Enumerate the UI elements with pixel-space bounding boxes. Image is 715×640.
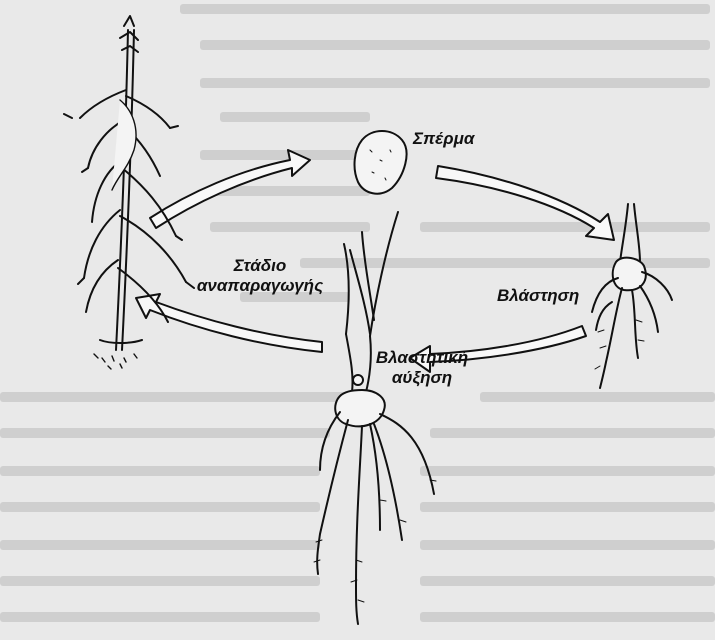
label-reproductive-stage-line2: αναπαραγωγής xyxy=(195,276,325,296)
label-vegetative-growth: Βλαστητική αύξηση xyxy=(366,348,478,388)
label-seed: Σπέρμα xyxy=(413,129,474,149)
seed-drawing xyxy=(355,131,407,194)
label-vegetative-growth-line2: αύξηση xyxy=(366,368,478,388)
label-reproductive-stage-line1: Στάδιο xyxy=(195,256,325,276)
arrow-seed-to-germination xyxy=(436,166,614,240)
vegetative-growth-drawing xyxy=(314,212,436,624)
arrow-reproduction-to-seed xyxy=(150,150,310,228)
label-vegetative-growth-line1: Βλαστητική xyxy=(366,348,478,368)
label-germination: Βλάστηση xyxy=(497,286,579,306)
label-reproductive-stage: Στάδιο αναπαραγωγής xyxy=(195,256,325,296)
arrow-growth-to-reproduction xyxy=(136,294,322,352)
